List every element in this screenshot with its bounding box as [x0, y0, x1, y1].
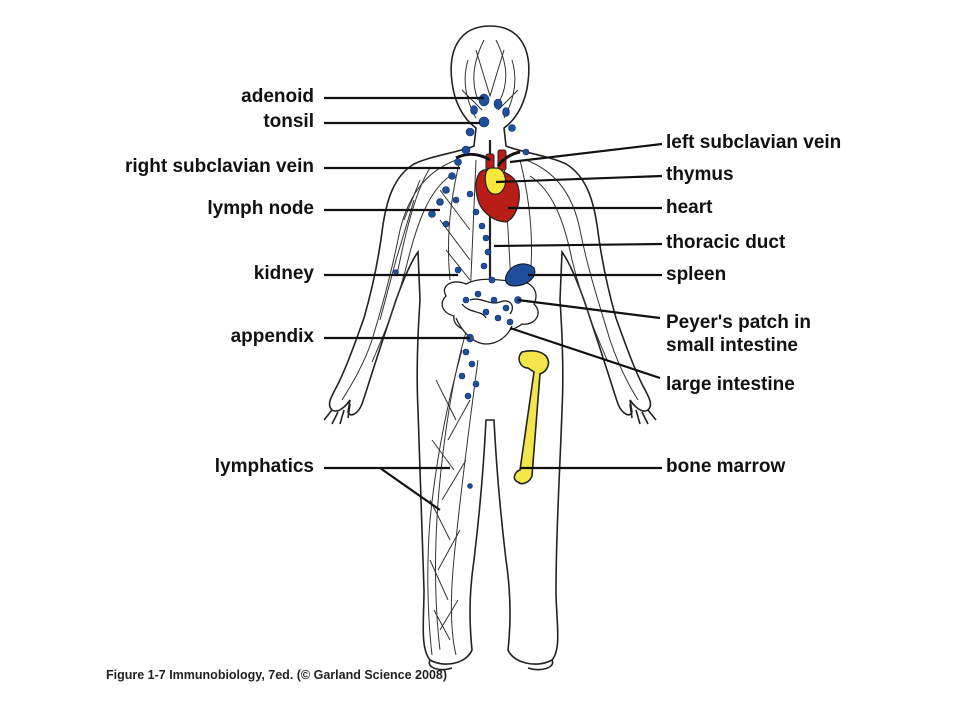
lymph-nodes [393, 93, 530, 489]
label-left-subclavian-vein: left subclavian vein [666, 132, 842, 153]
lymphatic-vessels [341, 39, 639, 656]
label-thoracic-duct: thoracic duct [666, 232, 786, 253]
label-lymph-node: lymph node [207, 198, 314, 219]
label-thymus: thymus [666, 164, 734, 185]
spleen [505, 263, 536, 287]
label-adenoid: adenoid [241, 86, 314, 107]
label-lymphatics: lymphatics [214, 456, 314, 477]
leader-lines [324, 96, 663, 511]
label-bone-marrow: bone marrow [666, 456, 786, 477]
label-large-intestine: large intestine [666, 374, 795, 395]
label-tonsil: tonsil [263, 111, 314, 132]
label-spleen: spleen [666, 264, 727, 285]
intestines [441, 278, 539, 345]
label-right-subclavian-vein: right subclavian vein [125, 156, 314, 177]
label-kidney: kidney [253, 263, 314, 284]
label-heart: heart [666, 197, 713, 218]
subclavian-veins [455, 150, 521, 167]
figure-caption: Figure 1-7 Immunobiology, 7ed. (© Garlan… [106, 668, 448, 682]
bone-marrow-femur [513, 350, 550, 485]
label-appendix: appendix [230, 326, 314, 347]
label-peyers-patch-line1: Peyer's patch in [666, 312, 811, 333]
body-outline [323, 25, 657, 671]
label-peyers-patch-line2: small intestine [666, 335, 798, 356]
thymus [484, 167, 507, 195]
